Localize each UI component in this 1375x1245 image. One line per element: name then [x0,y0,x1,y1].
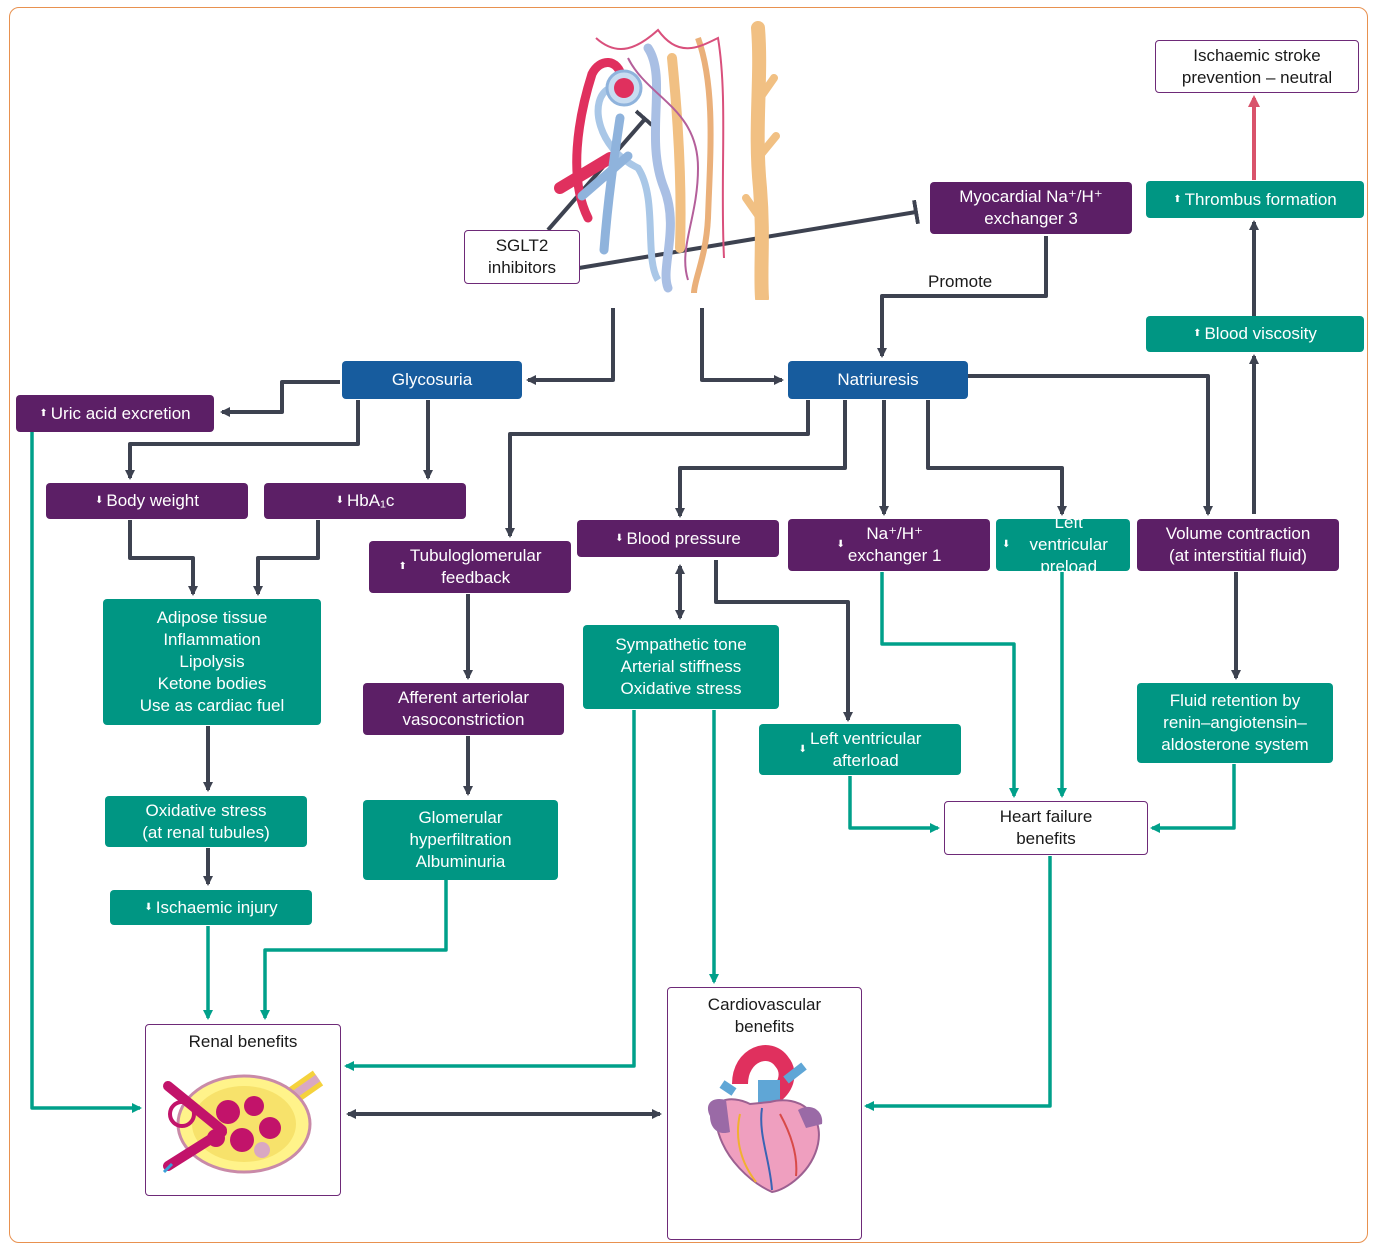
volume-contraction-node: Volume contraction (at interstitial flui… [1137,519,1339,571]
arrow-sympathetic-renal [344,710,636,1071]
fluid-label: Fluid retention by renin–angiotensin– al… [1161,691,1309,754]
arrow-natriuresis-volume [968,374,1213,516]
nephron-illustration [554,21,780,300]
hba1c-label: HbA₁c [347,491,395,510]
thrombus-label: Thrombus formation [1184,189,1337,209]
adipose-label: Adipose tissue Inflammation Lipolysis Ke… [139,608,285,715]
natriuresis-node: Natriuresis [788,361,968,399]
down-arrow-icon: ⬇ [836,539,845,550]
arrow-nhe3-natriuresis [877,236,1048,358]
arrow-nhe1-hf [880,572,1019,798]
sympathetic-node: Sympathetic tone Arterial stiffness Oxid… [583,625,779,709]
arrow-bodyweight-adipose [128,520,198,596]
oxidative-stress-node: Oxidative stress (at renal tubules) [105,796,307,847]
uric-acid-node: ⬆Uric acid excretion [16,395,214,432]
arrow-natriuresis-bp [675,400,847,518]
glomerulus-illustration [162,1070,324,1174]
ischaemic-label: Ischaemic injury [155,897,278,917]
inhibit-line-nhe3 [578,199,920,270]
afferent-node: Afferent arteriolar vasoconstriction [363,683,564,735]
uric-label: Uric acid excretion [50,403,191,423]
up-arrow-icon: ⬆ [398,561,407,572]
heart-failure-label: Heart failure benefits [999,807,1093,848]
arrow-uric-renal [30,432,142,1113]
sympathetic-label: Sympathetic tone Arterial stiffness Oxid… [615,635,747,698]
viscosity-label: Blood viscosity [1204,324,1317,343]
body-weight-label: Body weight [106,491,199,510]
oxidative-label: Oxidative stress (at renal tubules) [142,800,270,842]
nhe3-node: Myocardial Na⁺/H⁺ exchanger 3 [930,182,1132,234]
arrow-fluid-hf [1150,764,1236,833]
stroke-prevention-node: Ischaemic stroke prevention – neutral [1155,40,1359,93]
lv-afterload-node: ⬇Left ventricular afterload [759,724,961,775]
glomerular-node: Glomerular hyperfiltration Albuminuria [363,800,558,880]
nhe1-node: ⬇Na⁺/H⁺ exchanger 1 [788,519,990,571]
up-arrow-icon: ⬆ [1193,328,1202,339]
glycosuria-label: Glycosuria [391,370,473,389]
arrow-glycosuria-uric [220,380,340,417]
down-arrow-icon: ⬇ [335,495,345,506]
lv-preload-label: Left ventricular preload [1029,513,1108,576]
arrow-hf-cv [864,856,1052,1111]
promote-label: Promote [928,272,993,291]
down-arrow-icon: ⬇ [615,532,624,544]
up-arrow-icon: ⬆ [1173,193,1182,205]
arrow-nephron-natriuresis [700,308,784,385]
arrow-afterload-hf [848,776,940,833]
nhe3-label: Myocardial Na⁺/H⁺ exchanger 3 [959,187,1103,228]
heart-failure-node: Heart failure benefits [944,801,1148,855]
cv-label: Cardiovascular benefits [707,995,822,1036]
arrow-glycosuria-bodyweight [125,400,360,480]
glycosuria-node: Glycosuria [342,361,522,399]
glomerular-label: Glomerular hyperfiltration Albuminuria [409,808,512,871]
arrow-natriuresis-tubulo [505,400,810,538]
afferent-label: Afferent arteriolar vasoconstriction [397,688,530,729]
natriuresis-label: Natriuresis [837,370,919,389]
arrow-bp-afterload [714,560,853,722]
down-arrow-icon: ⬇ [94,495,104,506]
down-arrow-icon: ⬇ [1002,539,1011,550]
sglt2-inhibitors-node: SGLT2 inhibitors [464,230,580,284]
viscosity-node: ⬆Blood viscosity [1146,316,1364,352]
up-arrow-icon: ⬆ [39,407,48,419]
sglt2-label: SGLT2 inhibitors [487,236,557,277]
bp-label: Blood pressure [626,528,741,548]
diagram-frame [9,7,1368,1243]
nhe1-label: Na⁺/H⁺ exchanger 1 [847,524,942,565]
blood-pressure-node: ⬇Blood pressure [577,520,779,557]
heart-illustration [707,1045,823,1194]
arrow-hba1c-adipose [253,520,320,596]
volume-label: Volume contraction (at interstitial flui… [1165,524,1311,565]
hba1c-node: ⬇HbA₁c [264,483,466,519]
arrow-nephron-glycosuria [526,308,615,385]
thrombus-node: ⬆Thrombus formation [1146,181,1364,218]
arrow-natriuresis-preload [926,400,1067,516]
tubulo-label: Tubuloglomerular feedback [409,546,542,587]
inhibit-line-nephron [546,109,656,232]
adipose-node: Adipose tissue Inflammation Lipolysis Ke… [103,599,321,725]
ischaemic-injury-node: ⬇Ischaemic injury [110,890,312,925]
arrow-glomerular-renal [260,880,448,1020]
lv-preload-node: ⬇ Left ventricular preload [996,513,1130,576]
lv-afterload-label: Left ventricular afterload [809,728,922,770]
body-weight-node: ⬇Body weight [46,483,248,519]
fluid-retention-node: Fluid retention by renin–angiotensin– al… [1137,683,1333,763]
stroke-label: Ischaemic stroke prevention – neutral [1181,45,1333,87]
down-arrow-icon: ⬇ [798,743,807,755]
down-arrow-icon: ⬇ [144,901,153,913]
tubuloglomerular-node: ⬆Tubuloglomerular feedback [369,541,571,593]
renal-label: Renal benefits [188,1032,298,1051]
